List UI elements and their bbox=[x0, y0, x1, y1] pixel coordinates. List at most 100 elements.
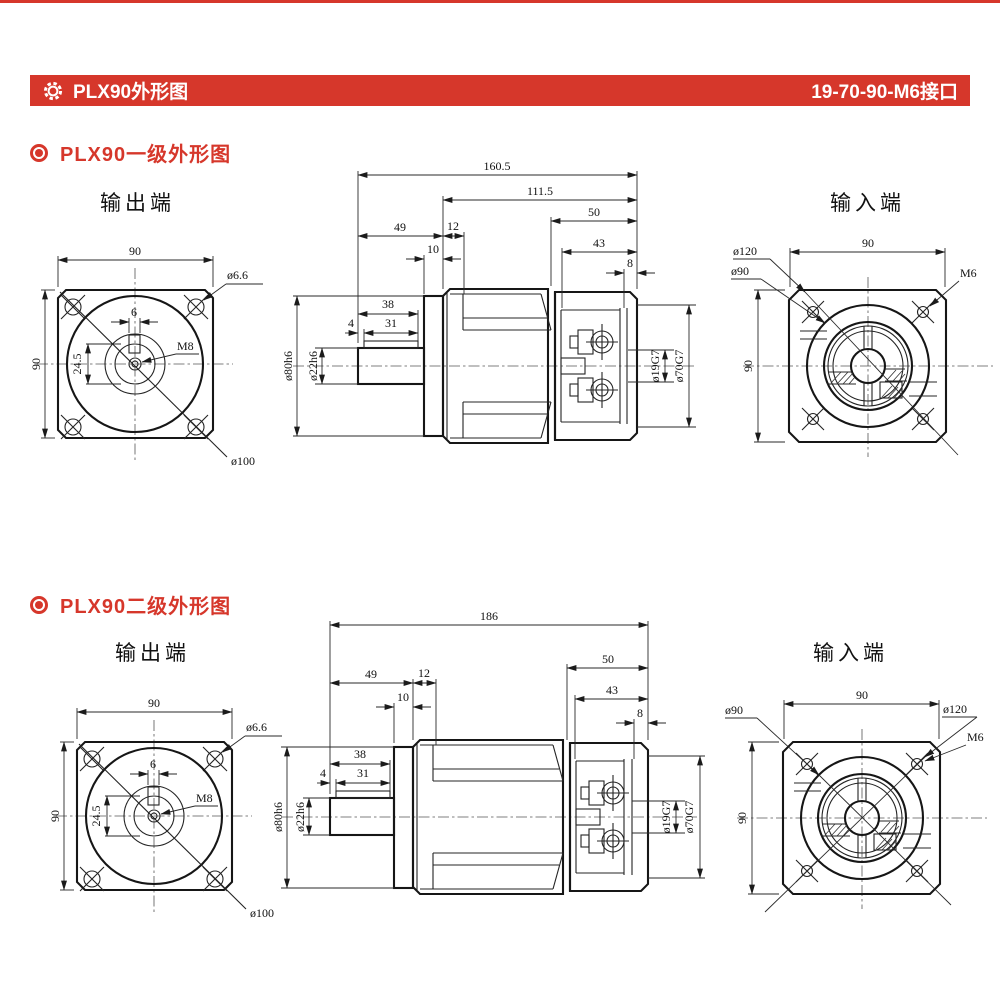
dim-flange-height: 90 bbox=[735, 812, 749, 824]
dim-body-length: 111.5 bbox=[527, 184, 553, 198]
centerlines bbox=[37, 268, 233, 460]
s1-output-view: 90 90 6 24.5 M8 ø6.6 ø100 bbox=[29, 244, 263, 468]
dim-key-length: 31 bbox=[357, 766, 369, 780]
centerlines bbox=[743, 277, 993, 457]
dim-step-length: 12 bbox=[447, 219, 459, 233]
dim-front-length: 49 bbox=[365, 667, 377, 681]
dim-corner-tap: M6 bbox=[967, 730, 984, 744]
top-band bbox=[450, 293, 552, 331]
dim-input-spigot: ø70G7 bbox=[672, 350, 686, 383]
dim-pilot-circle: ø90 bbox=[725, 703, 743, 717]
dim-pilot-dia: ø80h6 bbox=[281, 351, 295, 381]
dim-flange-height: 90 bbox=[741, 360, 755, 372]
dim-corner-tap: M6 bbox=[960, 266, 977, 280]
dim-center-tap: M8 bbox=[177, 339, 194, 353]
dim-corner-hole: ø6.6 bbox=[246, 720, 267, 734]
dim-bolt-circle: ø100 bbox=[250, 906, 274, 920]
dim-keyway-depth: 24.5 bbox=[89, 806, 103, 827]
dim-bolt-circle: ø100 bbox=[231, 454, 255, 468]
s2-output-view: 90 90 6 24.5 M8 ø6.6 ø100 bbox=[48, 696, 282, 920]
dim-lip-width: 8 bbox=[627, 256, 633, 270]
dim-flange-height: 90 bbox=[29, 358, 43, 370]
keyway bbox=[147, 786, 160, 806]
hub-circle bbox=[123, 785, 185, 847]
header-interface-label: 19-70-90-M6接口 bbox=[811, 82, 958, 103]
dim-input-bore: ø19G7 bbox=[659, 801, 673, 834]
centerlines bbox=[56, 720, 252, 912]
dim-overall-length: 186 bbox=[480, 609, 498, 623]
dim-center-tap: M8 bbox=[196, 791, 213, 805]
section2-title: PLX90二级外形图 bbox=[30, 590, 231, 619]
dim-pocket-depth: 43 bbox=[593, 236, 605, 250]
dim-flange-width: 90 bbox=[862, 236, 874, 250]
dim-shaft-length: 38 bbox=[382, 297, 394, 311]
dim-shaft-dia: ø22h6 bbox=[306, 351, 320, 381]
output-shaft bbox=[328, 796, 396, 837]
spigot-circle bbox=[799, 755, 925, 881]
dim-key-length: 31 bbox=[385, 316, 397, 330]
bottom-band bbox=[450, 401, 552, 439]
dim-shaft-dia: ø22h6 bbox=[293, 802, 307, 832]
bore-circle bbox=[816, 772, 908, 864]
dim-corner-hole: ø6.6 bbox=[227, 268, 248, 282]
header-title: PLX90外形图 bbox=[73, 82, 189, 103]
dim-keyway-depth: 24.5 bbox=[70, 354, 84, 375]
body-outline bbox=[356, 287, 639, 445]
section-stub-lines bbox=[800, 330, 937, 397]
input-adapter bbox=[568, 741, 650, 893]
bottom-band bbox=[420, 852, 564, 890]
spigot-circle bbox=[805, 303, 931, 429]
section2-title-text: PLX90二级外形图 bbox=[60, 596, 232, 618]
housing bbox=[441, 287, 550, 445]
bore-circle bbox=[133, 795, 175, 837]
pilot-circle bbox=[84, 746, 224, 886]
s2-side-view: 186 50 49 12 43 10 8 38 4 31 ø80h6 ø22h6… bbox=[271, 609, 705, 896]
hub-circle bbox=[104, 333, 166, 395]
flange-outline bbox=[787, 288, 948, 444]
dim-overall-length: 160.5 bbox=[484, 159, 511, 173]
top-band bbox=[420, 744, 564, 782]
dim-input-length: 50 bbox=[602, 652, 614, 666]
flange-outline bbox=[781, 740, 942, 896]
input-adapter bbox=[553, 290, 639, 442]
bore-circle bbox=[114, 343, 156, 385]
center-hole-inner bbox=[131, 360, 139, 368]
dimensions bbox=[293, 171, 696, 437]
adapter-interior bbox=[560, 308, 628, 424]
body-outline bbox=[328, 738, 650, 896]
center-hole bbox=[147, 809, 161, 823]
shaft-key bbox=[363, 340, 419, 349]
section1-title: PLX90一级外形图 bbox=[30, 138, 231, 167]
s1-input-view: 90 90 ø120 ø90 M6 bbox=[731, 236, 993, 457]
dim-lip-width: 8 bbox=[637, 706, 643, 720]
s1-output-view-title: 输出端 bbox=[100, 191, 175, 215]
dim-input-bore: ø19G7 bbox=[648, 350, 662, 383]
dim-pilot-dia: ø80h6 bbox=[271, 802, 285, 832]
dimensions bbox=[41, 256, 263, 439]
dim-outer-circle: ø120 bbox=[733, 244, 757, 258]
bore-circle bbox=[822, 320, 914, 412]
dim-input-spigot: ø70G7 bbox=[682, 801, 696, 834]
dim-flange-width: 90 bbox=[856, 688, 868, 702]
dim-flange-height: 90 bbox=[48, 810, 62, 822]
center-hole-inner bbox=[150, 812, 158, 820]
bolt-circle-diagonal bbox=[59, 291, 228, 458]
dimensions bbox=[725, 700, 978, 913]
pilot-circle bbox=[65, 294, 205, 434]
keyway bbox=[128, 334, 141, 354]
center-hole bbox=[128, 357, 142, 371]
section-stub-lines bbox=[794, 782, 931, 849]
dim-keyway-width: 6 bbox=[150, 757, 156, 771]
bolt-circle-diagonal bbox=[78, 743, 247, 910]
gear-icon bbox=[43, 81, 63, 100]
dim-shaft-length: 38 bbox=[354, 747, 366, 761]
bullseye-icon bbox=[30, 143, 48, 162]
corner-taps bbox=[801, 300, 935, 431]
s2-input-view-title: 输入端 bbox=[813, 641, 888, 665]
dim-front-length: 49 bbox=[394, 220, 406, 234]
housing bbox=[411, 738, 565, 896]
s1-side-view: 160.5 111.5 50 49 12 43 10 8 38 4 31 ø80… bbox=[281, 159, 697, 445]
dim-pilot-depth: 10 bbox=[427, 242, 439, 256]
dim-pocket-depth: 43 bbox=[606, 683, 618, 697]
